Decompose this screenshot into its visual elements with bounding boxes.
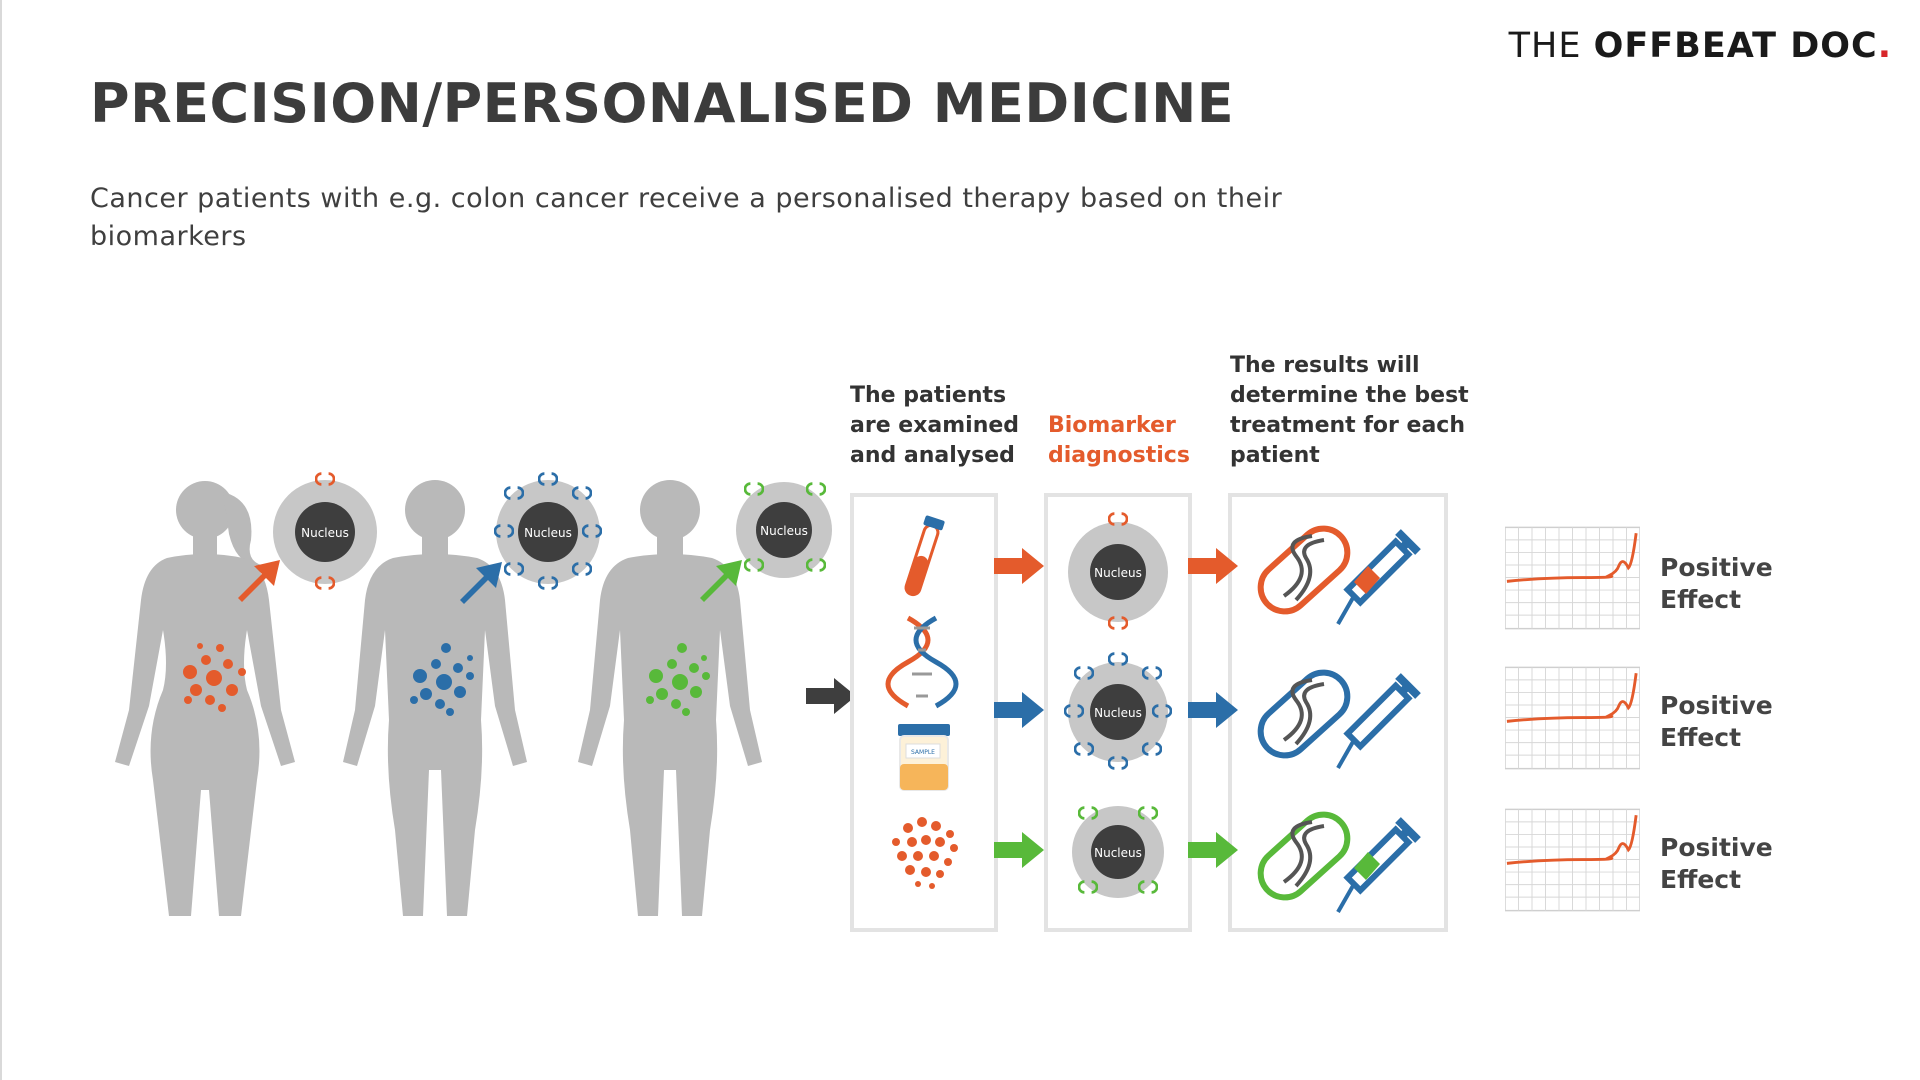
nucleus-label: Nucleus xyxy=(760,524,808,538)
person-silhouette-icon xyxy=(578,480,762,916)
header-biomarker-line-1: Biomarker xyxy=(1048,413,1176,438)
green-arrow-icon xyxy=(994,832,1044,868)
blue-pointer-arrow-icon xyxy=(460,562,502,604)
header-examined-line-2: are examined xyxy=(850,413,1019,438)
biomarker-cell-green: Nucleus xyxy=(1072,806,1164,898)
blue-tumor-cluster xyxy=(410,643,474,716)
effect-label-3: Positive Effect xyxy=(1660,833,1773,894)
brand-part-1: THE xyxy=(1508,26,1594,66)
red-arrow-icon xyxy=(994,548,1044,584)
cell-red: Nucleus xyxy=(273,472,377,590)
nucleus-label: Nucleus xyxy=(1094,706,1142,720)
header-results-line-3: treatment for each xyxy=(1230,413,1465,438)
header-examined-line-1: The patients xyxy=(850,383,1006,408)
nucleus-label: Nucleus xyxy=(301,526,349,540)
biomarker-cell-red: Nucleus xyxy=(1068,512,1168,630)
red-tumor-cluster xyxy=(183,643,246,712)
nucleus-label: Nucleus xyxy=(1094,566,1142,580)
cell-blue: Nucleus xyxy=(494,472,602,590)
cell-green: Nucleus xyxy=(736,482,832,578)
brand-logo: THE OFFBEAT DOC. xyxy=(1509,26,1892,66)
dark-arrow-icon xyxy=(806,678,856,714)
blood-cells-icon xyxy=(892,817,958,889)
biomarker-cell-blue: Nucleus xyxy=(1064,652,1172,770)
effect-label-1: Positive Effect xyxy=(1660,553,1773,614)
syringe-red-fill xyxy=(1354,566,1380,594)
header-results-line-4: patient xyxy=(1230,443,1320,468)
test-tube-icon xyxy=(904,515,945,597)
effect-label-3-line-1: Positive xyxy=(1660,833,1773,862)
page-subtitle: Cancer patients with e.g. colon cancer r… xyxy=(90,183,1283,252)
result-chart-icon xyxy=(1505,666,1640,770)
red-pointer-arrow-icon xyxy=(238,560,280,602)
green-tumor-cluster xyxy=(646,643,710,716)
pill-red-icon xyxy=(1257,525,1351,615)
header-biomarker: Biomarker diagnostics xyxy=(1048,413,1190,468)
page-title: PRECISION/PERSONALISED MEDICINE xyxy=(90,72,1235,135)
effect-label-2: Positive Effect xyxy=(1660,691,1773,752)
left-edge-line xyxy=(0,0,2,1080)
nucleus-label: Nucleus xyxy=(524,526,572,540)
header-results: The results will determine the best trea… xyxy=(1230,353,1469,468)
sample-label: SAMPLE xyxy=(911,749,935,756)
effect-label-2-line-2: Effect xyxy=(1660,723,1741,752)
nucleus-label: Nucleus xyxy=(1094,846,1142,860)
header-results-line-2: determine the best xyxy=(1230,383,1469,408)
effect-label-1-line-2: Effect xyxy=(1660,585,1741,614)
effect-label-1-line-1: Positive xyxy=(1660,553,1773,582)
dna-icon xyxy=(885,615,959,709)
woman-silhouette-icon xyxy=(115,481,295,916)
pill-blue-icon xyxy=(1257,669,1351,759)
brand-dot: . xyxy=(1877,26,1892,66)
green-pointer-arrow-icon xyxy=(700,560,742,602)
effect-label-3-line-2: Effect xyxy=(1660,865,1741,894)
pill-green-icon xyxy=(1257,811,1351,901)
header-biomarker-line-2: diagnostics xyxy=(1048,443,1190,468)
header-examined-line-3: and analysed xyxy=(850,443,1015,468)
blue-arrow-icon xyxy=(994,692,1044,728)
header-results-line-1: The results will xyxy=(1230,353,1420,378)
brand-part-2: OFFBEAT DOC xyxy=(1593,26,1878,66)
header-examined: The patients are examined and analysed xyxy=(850,383,1019,468)
result-chart-icon xyxy=(1505,526,1640,630)
syringe-green-fill xyxy=(1354,852,1380,880)
result-chart-icon xyxy=(1505,808,1640,912)
effect-label-2-line-1: Positive xyxy=(1660,691,1773,720)
sample-jar-icon: SAMPLE xyxy=(898,724,950,791)
